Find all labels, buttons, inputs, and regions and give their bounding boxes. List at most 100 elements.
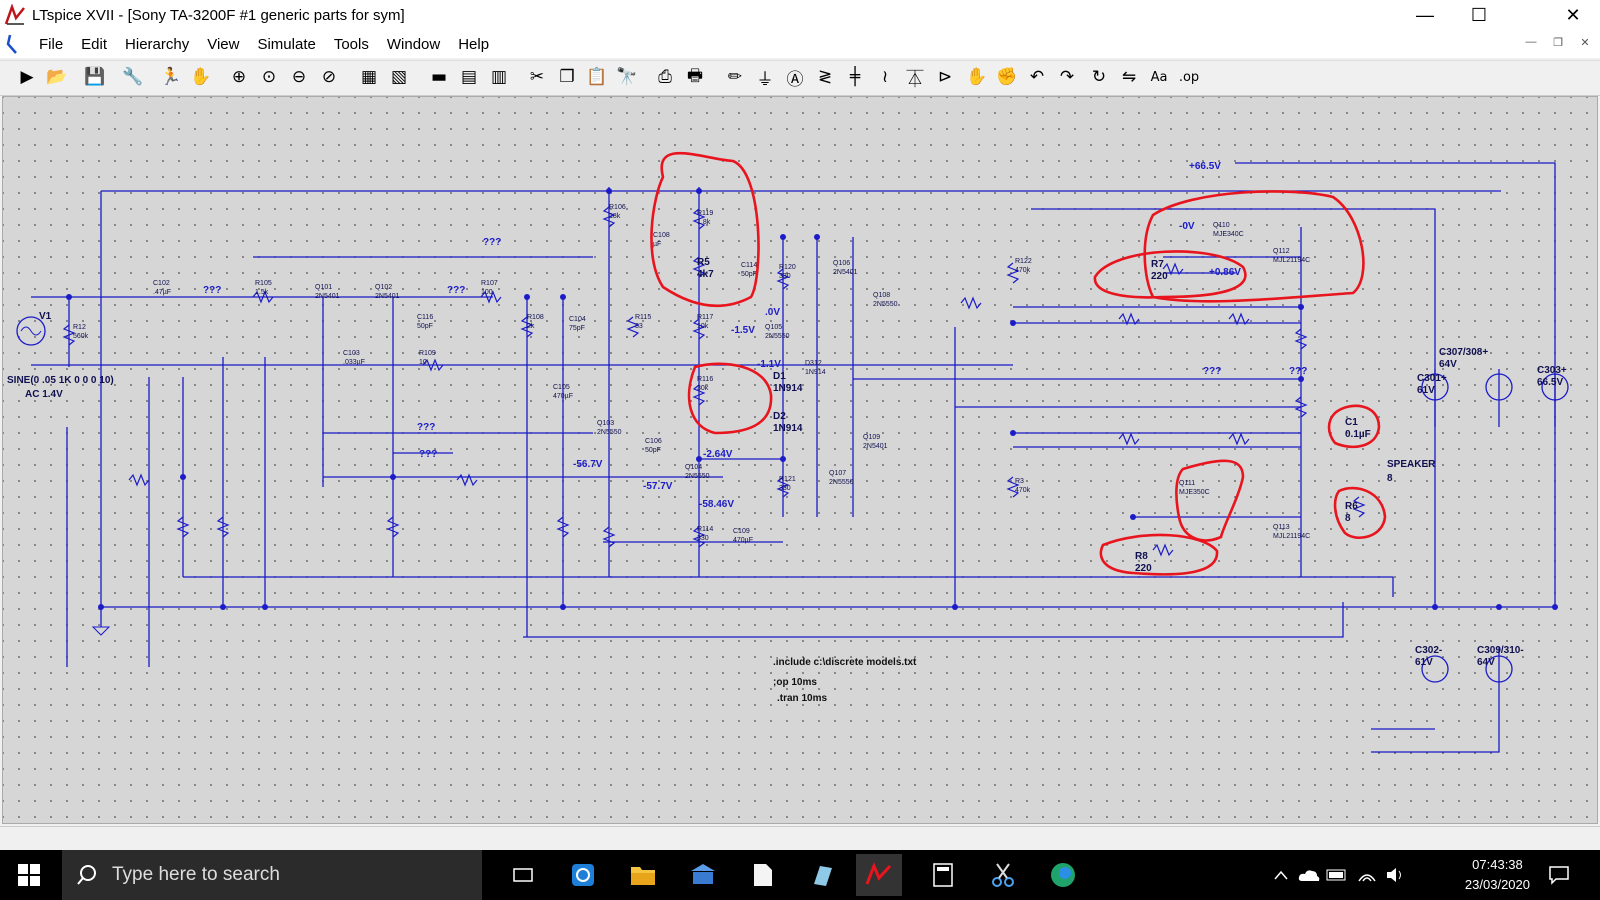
label-icon[interactable]: Ⓐ (786, 69, 804, 90)
component-value-label[interactable]: 64V (1439, 359, 1457, 370)
component-value-label[interactable]: 470k (1015, 267, 1031, 274)
show-hidden-icons-button[interactable] (1266, 854, 1296, 896)
tile-horizontal-icon[interactable]: ▬ (430, 67, 448, 87)
component-value-label[interactable]: 330 (697, 535, 709, 542)
component-value-label[interactable]: µF (653, 241, 661, 248)
component-value-label[interactable]: 330 (779, 273, 791, 280)
component-ref-label[interactable]: R120 (779, 264, 796, 271)
menu-window[interactable]: Window (386, 35, 441, 53)
menu-hierarchy[interactable]: Hierarchy (125, 35, 190, 53)
component-value-label[interactable]: 4k7 (697, 269, 714, 280)
component-value-label[interactable]: 1N914 (773, 383, 803, 394)
component-ref-label[interactable]: D2 (773, 411, 786, 422)
component-value-label[interactable]: 1N914 (773, 423, 803, 434)
maximize-button[interactable]: ☐ (1452, 0, 1506, 30)
halt-icon[interactable]: 🏃 (160, 67, 182, 87)
component-ref-label[interactable]: Q110 (1213, 222, 1230, 229)
notification-center-button[interactable] (1536, 854, 1582, 896)
rotate-icon[interactable]: ↻ (1091, 67, 1107, 87)
menu-simulate[interactable]: Simulate (257, 35, 316, 53)
component-value-label[interactable]: 2N5401 (863, 443, 888, 450)
component-ref-label[interactable]: C302- (1415, 645, 1442, 656)
volume-tray[interactable] (1380, 854, 1410, 896)
taskbar-app-ltspice[interactable] (856, 854, 902, 896)
component-ref-label[interactable]: C116 (417, 314, 433, 321)
zoom-area-icon[interactable]: ⊙ (261, 67, 277, 87)
component-ref-label[interactable]: Q109 (863, 434, 880, 441)
component-ref-label[interactable]: C114 (741, 262, 757, 269)
component-value-label[interactable]: 64V (1477, 657, 1495, 668)
component-value-label[interactable]: MJE350C (1179, 489, 1210, 496)
component-value-label[interactable]: 2N5401 (833, 269, 858, 276)
taskbar-app-snipping[interactable] (980, 854, 1026, 896)
component-value-label[interactable]: 220 (1151, 271, 1168, 282)
component-ref-label[interactable]: C103 (343, 350, 360, 357)
ground-icon[interactable]: ⏚ (756, 69, 774, 90)
taskbar-app-document[interactable] (740, 854, 786, 896)
component-ref-label[interactable]: Q103 (597, 420, 614, 427)
component-ref-label[interactable]: R117 (697, 314, 713, 321)
component-value-label[interactable]: 2N5550 (685, 473, 710, 480)
paste-icon[interactable]: 📋 (586, 67, 608, 87)
taskbar-app-bank[interactable] (680, 854, 726, 896)
component-ref-label[interactable]: C301+ (1417, 373, 1447, 384)
component-ref-label[interactable]: C108 (653, 232, 670, 239)
component-value-label[interactable]: 10k (697, 323, 709, 330)
capacitor-icon[interactable]: ╪ (849, 67, 861, 87)
component-value-label[interactable]: 1N914 (805, 369, 826, 376)
component-value-label[interactable]: 18k (609, 213, 621, 220)
taskbar-clock[interactable]: 07:43:38 23/03/2020 (1465, 855, 1530, 895)
component-ref-label[interactable]: C104 (569, 316, 586, 323)
child-restore-button[interactable]: ❐ (1553, 37, 1563, 49)
taskbar-app-notes[interactable] (800, 854, 846, 896)
diode-icon[interactable]: ⏄ (906, 69, 924, 90)
component-ref-label[interactable]: R114 (697, 526, 713, 533)
component-value-label[interactable]: 1.5k (255, 289, 269, 296)
redo-icon[interactable]: ↷ (1059, 67, 1075, 87)
component-icon[interactable]: ⊳ (937, 67, 953, 87)
component-ref-label[interactable]: C102 (153, 280, 170, 287)
menu-tools[interactable]: Tools (333, 35, 369, 53)
zoom-out-icon[interactable]: ⊖ (291, 67, 307, 87)
component-ref-label[interactable]: R122 (1015, 258, 1032, 265)
taskbar-app-explorer[interactable] (620, 854, 666, 896)
component-ref-label[interactable]: C307/308+ (1439, 347, 1488, 358)
component-value-label[interactable]: 50pF (645, 447, 661, 454)
component-value-label[interactable]: 10 (419, 359, 427, 366)
component-value-label[interactable]: 560k (73, 333, 89, 340)
component-ref-label[interactable]: C1 (1345, 417, 1358, 428)
mirror-icon[interactable]: ⇋ (1121, 67, 1137, 87)
menu-view[interactable]: View (207, 35, 240, 53)
component-ref-label[interactable]: Q107 (829, 470, 846, 477)
component-value-label[interactable]: 220 (1135, 563, 1152, 574)
taskbar-app-sync[interactable] (560, 854, 606, 896)
component-value-label[interactable]: 61V (1415, 657, 1433, 668)
component-value-label[interactable]: MJL21194C (1273, 257, 1310, 264)
component-value-label[interactable]: 0.1µF (1345, 429, 1371, 440)
copy-icon[interactable]: ❐ (559, 67, 575, 87)
component-value-label[interactable]: 2k (527, 323, 535, 330)
zoom-in-icon[interactable]: ⊕ (231, 67, 247, 87)
component-ref-label[interactable]: Q105 (765, 324, 782, 331)
control-panel-icon[interactable]: 🔧 (122, 67, 144, 87)
component-ref-label[interactable]: R108 (527, 314, 544, 321)
component-value-label[interactable]: 33 (635, 323, 643, 330)
component-value-label[interactable]: 2N5550 (873, 301, 898, 308)
undo-icon[interactable]: ↶ (1029, 67, 1045, 87)
cut-icon[interactable]: ✂ (529, 67, 545, 87)
move-icon[interactable]: ✋ (966, 67, 988, 87)
zoom-cancel-icon[interactable]: ⊘ (321, 67, 337, 87)
pan-icon[interactable]: ✋ (190, 67, 212, 87)
menu-edit[interactable]: Edit (81, 35, 108, 53)
component-ref-label[interactable]: Q112 (1273, 248, 1290, 255)
component-ref-label[interactable]: Q104 (685, 464, 702, 471)
component-value-label[interactable]: .47µF (153, 289, 171, 296)
component-ref-label[interactable]: R105 (255, 280, 272, 287)
wire-icon[interactable]: ✏ (727, 67, 743, 87)
component-value-label[interactable]: 2N5550 (829, 479, 854, 486)
battery-tray[interactable] (1322, 854, 1352, 896)
component-ref-label[interactable]: R116 (697, 376, 713, 383)
component-value-label[interactable]: 66.5V (1537, 377, 1563, 388)
save-icon[interactable]: 💾 (84, 67, 106, 87)
run-icon[interactable]: ▶ (20, 67, 34, 87)
